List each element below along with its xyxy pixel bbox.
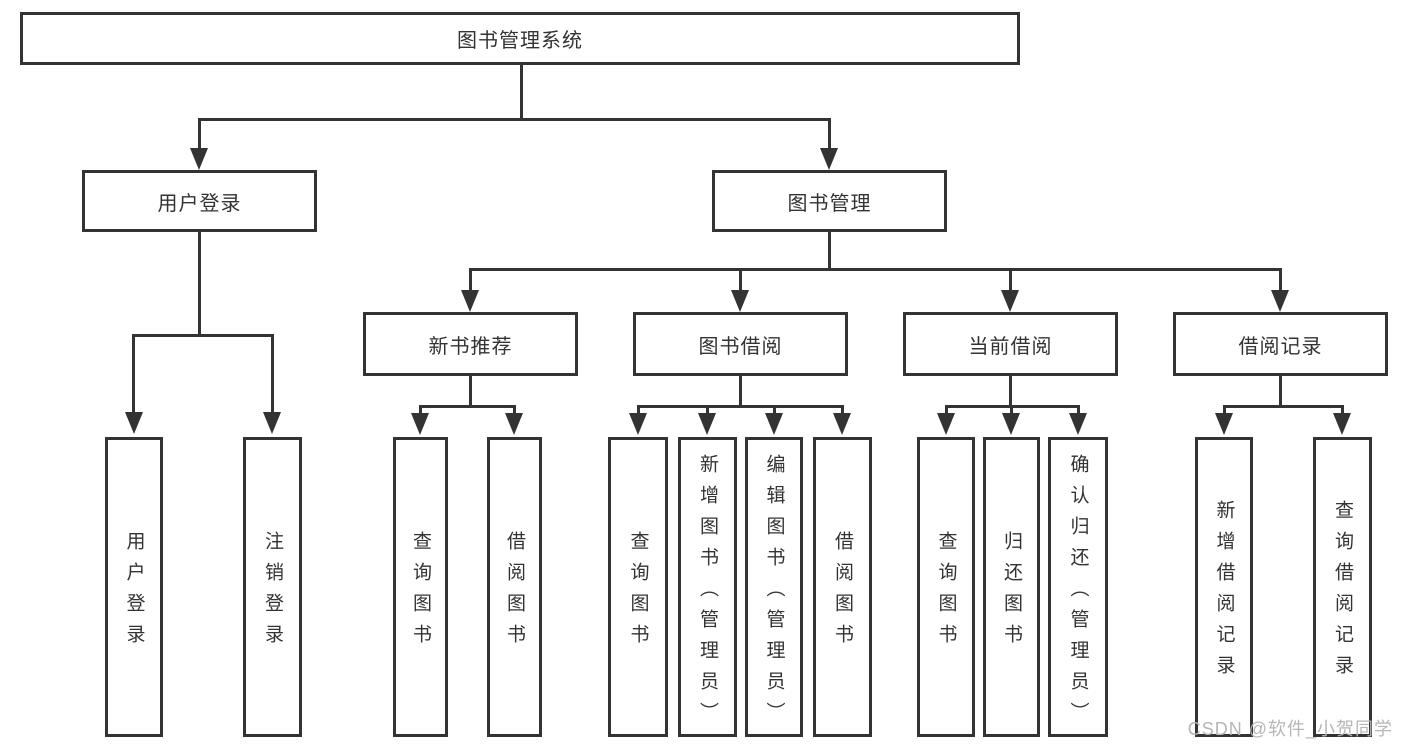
leaf-bookborrow-add-label: 新增图书（管理员） [697,453,718,733]
arrow-down-icon [629,413,647,435]
arrow-down-icon [1069,413,1087,435]
node-borrow-record: 借阅记录 [1173,312,1388,376]
node-root: 图书管理系统 [20,12,1020,65]
node-new-book-recommend: 新书推荐 [363,312,578,376]
leaf-currentborrow-query: 查询图书 [917,437,975,737]
connector-drop-user-login [198,118,201,148]
leaf-currentborrow-confirm-label: 确认归还（管理员） [1067,453,1089,733]
connector-drop-new-book [469,268,472,294]
arrow-down-icon [820,148,838,170]
leaf-currentborrow-confirm: 确认归还（管理员） [1048,437,1108,737]
connector-drop [1223,405,1226,415]
arrow-down-icon [505,413,523,435]
connector-drop [1077,405,1080,415]
arrow-down-icon [833,413,851,435]
connector-drop [841,405,844,415]
leaf-bookborrow-add: 新增图书（管理员） [678,437,737,737]
connector-drop-leaf-logout [271,334,274,416]
connector-drop [1341,405,1344,415]
connector-currentborrow-stem [1009,376,1012,407]
arrow-down-icon [125,412,143,434]
connector-drop [637,405,640,415]
leaf-bookborrow-edit-label: 编辑图书（管理员） [763,453,785,733]
leaf-record-query: 查询借阅记录 [1313,437,1372,737]
leaf-record-query-label: 查询借阅记录 [1332,500,1353,686]
arrow-down-icon [731,290,749,312]
connector-drop-leaf-login [132,334,135,416]
node-book-management: 图书管理 [712,170,947,232]
arrow-down-icon [1215,413,1233,435]
connector-root-hbar [198,118,831,121]
node-new-book-recommend-label: 新书推荐 [428,335,513,358]
connector-bookmgmt-hbar [470,268,1281,271]
arrow-down-icon [1002,413,1020,435]
arrow-down-icon [263,412,281,434]
connector-bookborrow-stem [739,376,742,407]
arrow-down-icon [937,413,955,435]
connector-drop [945,405,948,415]
connector-drop-current-borrow [1009,268,1012,294]
leaf-user-login: 用户登录 [105,437,163,737]
leaf-currentborrow-query-label: 查询图书 [935,531,957,655]
arrow-down-icon [698,413,716,435]
node-user-login-label: 用户登录 [157,192,242,215]
leaf-newbook-borrow: 借阅图书 [487,437,542,737]
arrow-down-icon [1271,290,1289,312]
node-user-login: 用户登录 [82,170,317,232]
connector-drop-borrow-record [1279,268,1282,294]
leaf-logout-label: 注销登录 [262,531,283,655]
node-borrow-record-label: 借阅记录 [1238,335,1323,358]
node-root-label: 图书管理系统 [457,30,583,52]
leaf-record-add: 新增借阅记录 [1195,437,1253,737]
leaf-record-add-label: 新增借阅记录 [1213,500,1235,686]
arrow-down-icon [1001,290,1019,312]
leaf-bookborrow-borrow: 借阅图书 [813,437,872,737]
node-current-borrow: 当前借阅 [903,312,1118,376]
leaf-newbook-borrow-label: 借阅图书 [504,531,525,655]
connector-drop [419,405,422,415]
connector-bookborrow-hbar [637,405,843,408]
connector-userlogin-hbar [133,334,274,337]
connector-drop [773,405,776,415]
leaf-logout: 注销登录 [243,437,302,737]
connector-root-stem [520,65,523,120]
connector-drop [513,405,516,415]
arrow-down-icon [190,148,208,170]
node-current-borrow-label: 当前借阅 [968,335,1053,358]
arrow-down-icon [461,290,479,312]
node-book-borrow: 图书借阅 [633,312,848,376]
leaf-currentborrow-return: 归还图书 [983,437,1040,737]
connector-newbook-stem [469,376,472,407]
connector-drop [1010,405,1013,415]
leaf-bookborrow-edit: 编辑图书（管理员） [745,437,803,737]
connector-drop [706,405,709,415]
arrow-down-icon [411,413,429,435]
connector-borrowrecord-hbar [1223,405,1344,408]
connector-bookmgmt-stem [828,232,831,270]
leaf-currentborrow-return-label: 归还图书 [1001,531,1022,655]
node-book-borrow-label: 图书借阅 [698,335,783,358]
leaf-bookborrow-query-label: 查询图书 [627,531,649,655]
arrow-down-icon [1333,413,1351,435]
node-book-management-label: 图书管理 [787,192,872,215]
leaf-newbook-query-label: 查询图书 [410,531,431,655]
connector-borrowrecord-stem [1279,376,1282,407]
connector-userlogin-stem [198,232,201,336]
leaf-newbook-query: 查询图书 [393,437,448,737]
leaf-bookborrow-query: 查询图书 [608,437,668,737]
connector-drop-book-mgmt [828,118,831,148]
connector-newbook-hbar [419,405,516,408]
leaf-bookborrow-borrow-label: 借阅图书 [832,531,853,655]
connector-drop-book-borrow [739,268,742,294]
csdn-watermark: CSDN @软件_小贺同学 [1187,719,1393,739]
arrow-down-icon [765,413,783,435]
leaf-user-login-label: 用户登录 [123,531,145,655]
